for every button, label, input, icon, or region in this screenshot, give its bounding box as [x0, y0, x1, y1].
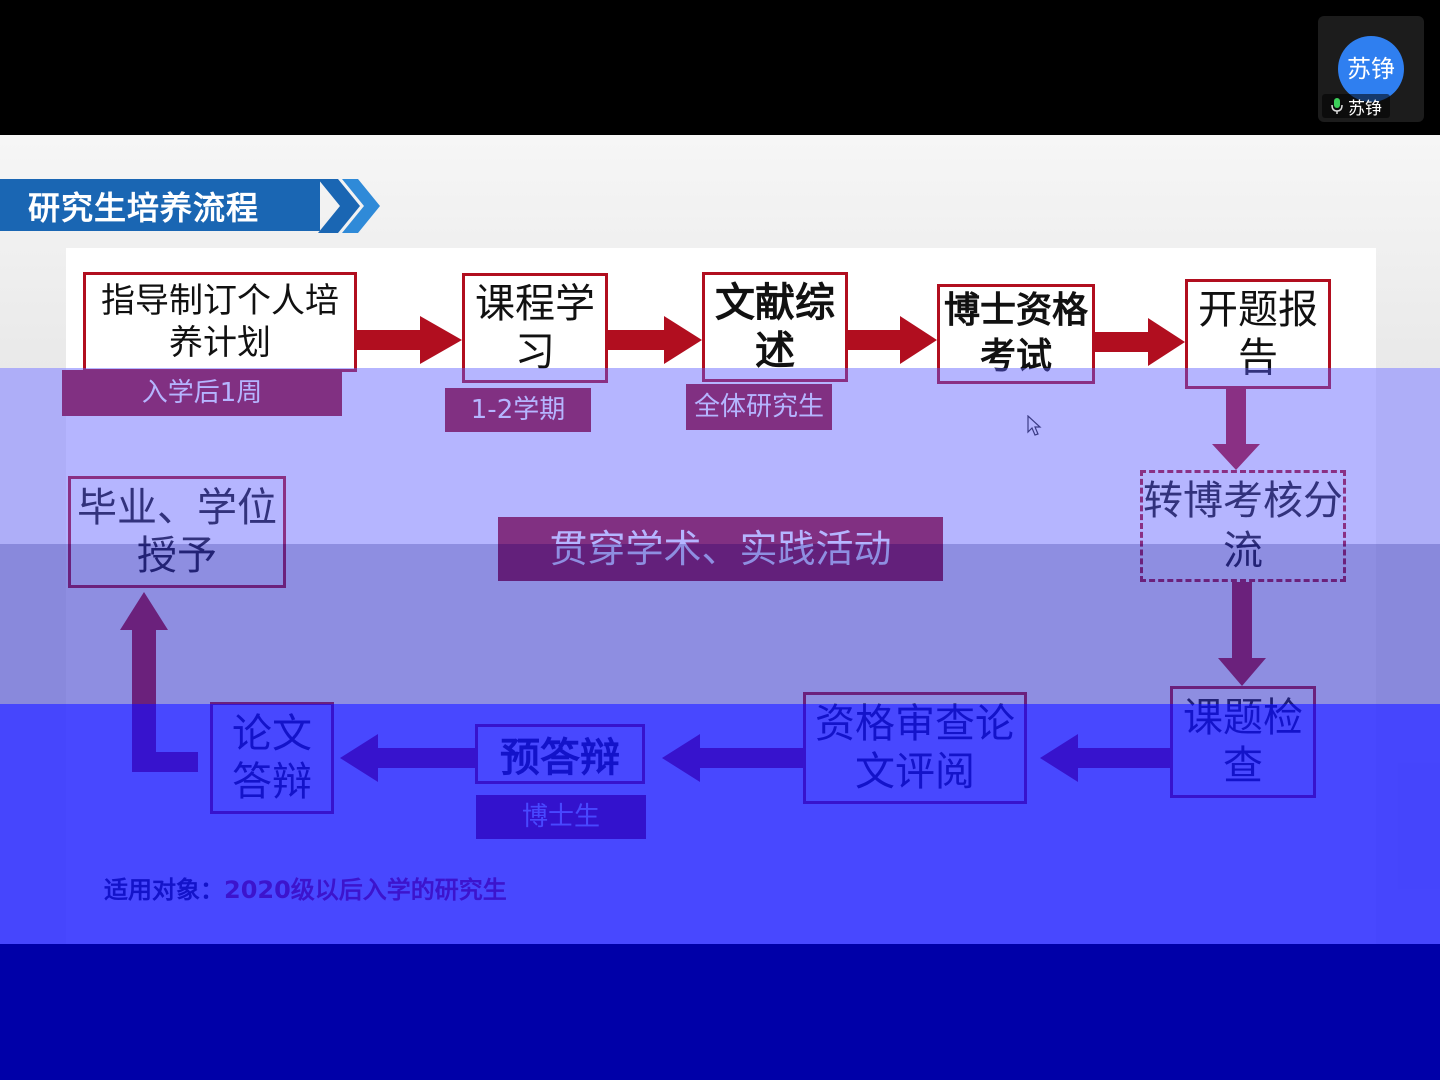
participant-name: 苏铮 [1348, 98, 1382, 119]
title-bar [0, 179, 320, 231]
arrow-right-3 [848, 316, 937, 364]
label-literature-target: 全体研究生 [686, 384, 832, 430]
step-proposal: 开题报告 [1185, 279, 1331, 389]
participant-name-row: 苏铮 [1322, 94, 1390, 119]
arrow-left-3 [340, 734, 475, 782]
arrow-down-1 [1212, 389, 1260, 470]
mouse-cursor-icon [1027, 415, 1042, 436]
label-course-time: 1-2学期 [445, 388, 591, 432]
chevron-right-icon [318, 179, 380, 233]
arrow-left-2 [662, 734, 803, 782]
arrow-down-2 [1218, 582, 1266, 686]
step-literature: 文献综述 [702, 272, 848, 382]
step-courses: 课程学习 [462, 273, 608, 383]
arrow-right-1 [357, 316, 462, 364]
microphone-icon [1331, 98, 1343, 114]
slide-title: 研究生培养流程 [28, 189, 260, 227]
label-plan-time: 入学后1周 [62, 370, 342, 416]
arrow-left-1 [1040, 734, 1170, 782]
arrow-elbow-up [120, 592, 198, 772]
participant-avatar[interactable]: 苏铮 [1338, 36, 1404, 102]
step-plan: 指导制订个人培养计划 [83, 272, 357, 372]
arrow-right-4 [1095, 318, 1185, 366]
step-phd-exam: 博士资格考试 [937, 284, 1095, 384]
arrow-right-2 [608, 316, 702, 364]
